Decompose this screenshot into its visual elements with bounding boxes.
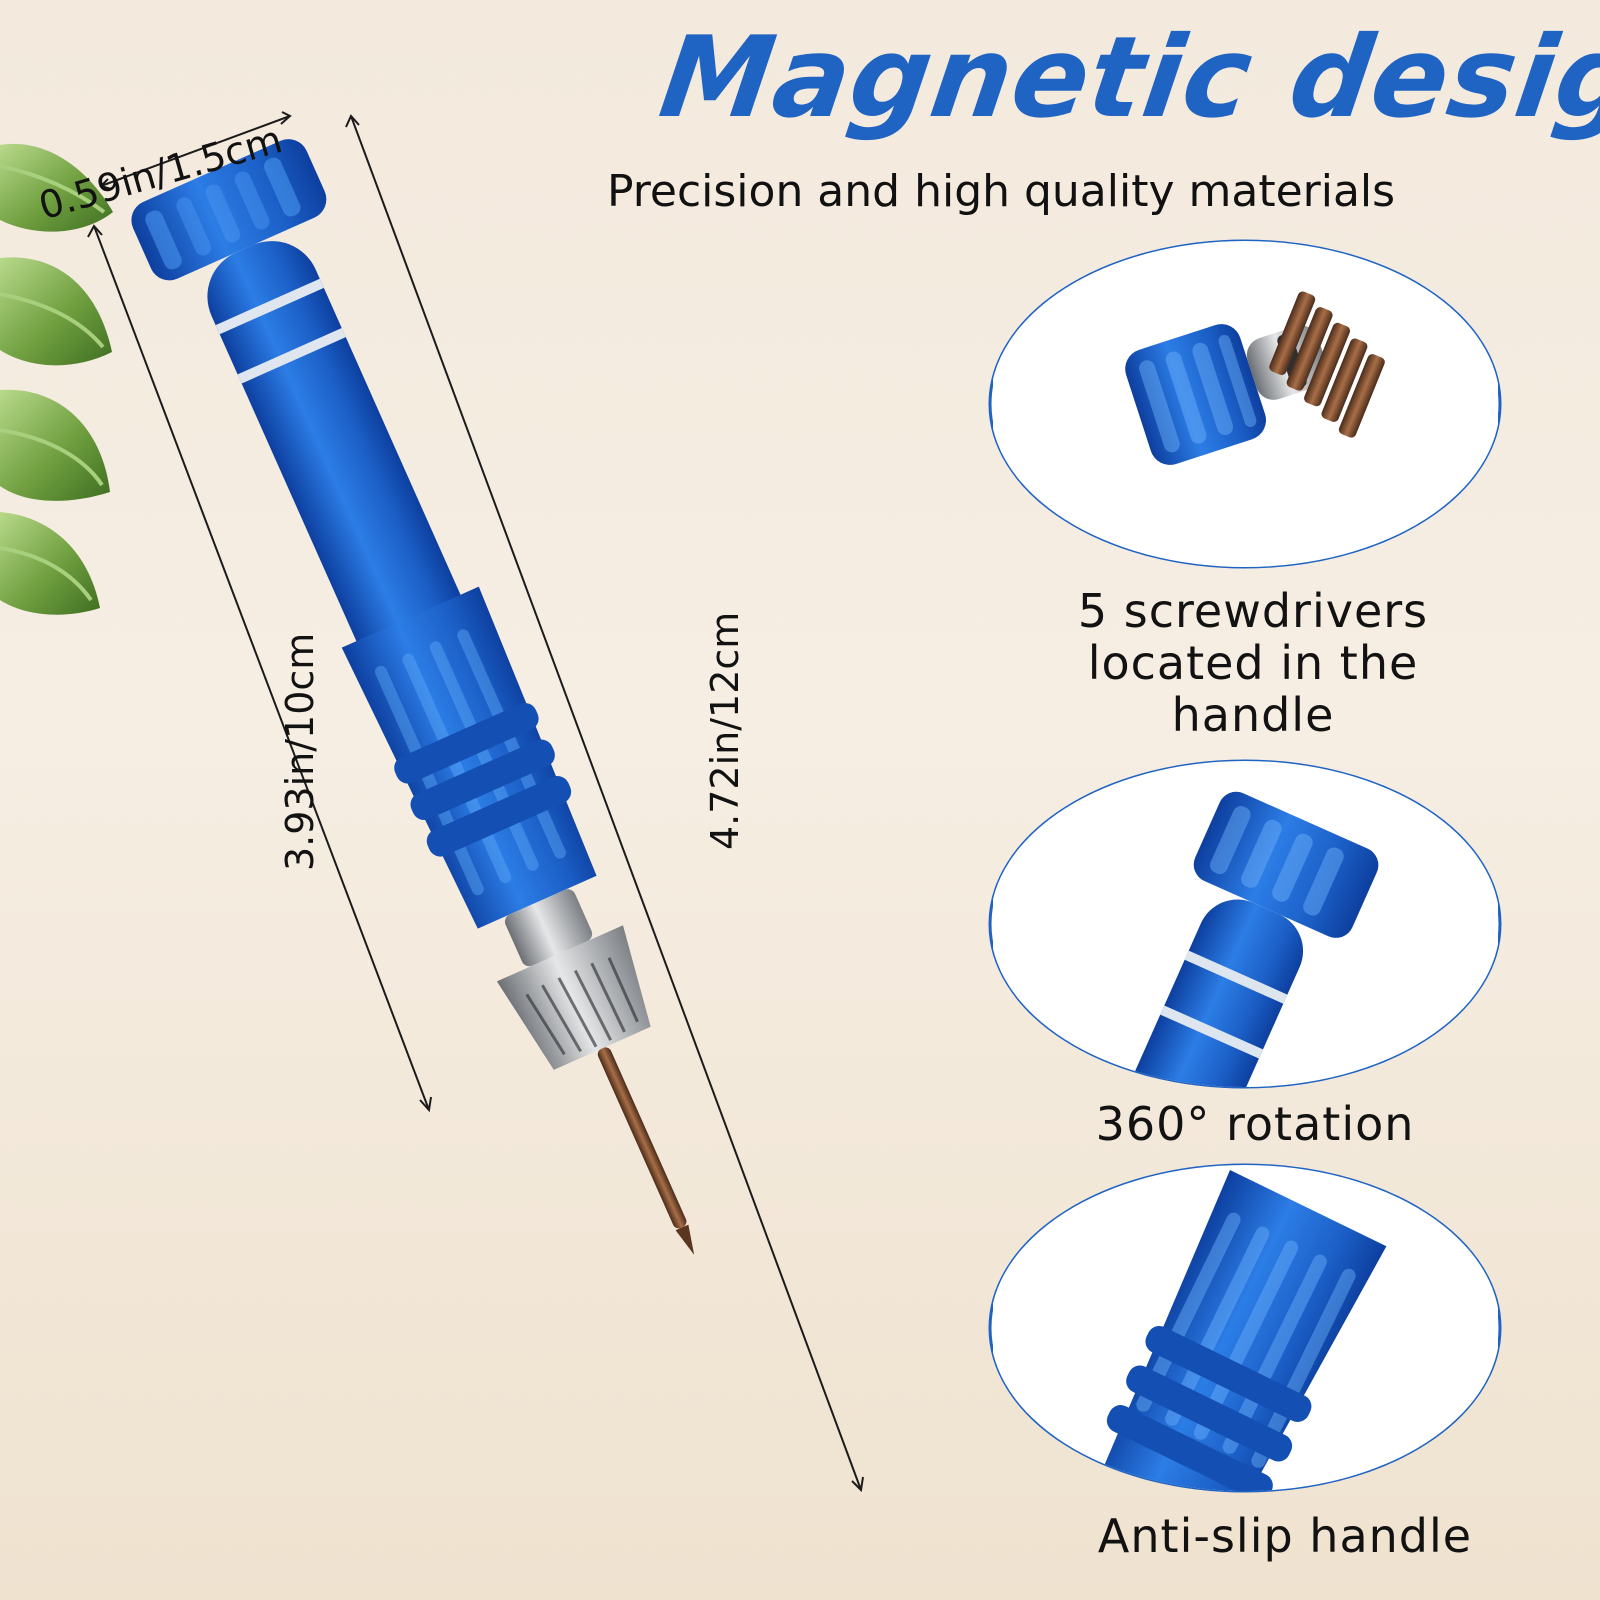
feature-label-storage-line-3: handle xyxy=(1171,688,1335,742)
total-length-label: 4.72in/12cm xyxy=(703,611,747,850)
page-title: Magnetic design xyxy=(652,13,1600,143)
feature-label-rotation: 360° rotation xyxy=(1095,1097,1415,1151)
screwdriver-main xyxy=(131,139,695,1255)
subtitle: Precision and high quality materials xyxy=(607,166,1396,217)
feature-image-anti-slip xyxy=(988,1163,1502,1493)
feature-label-storage-line-2: located in the xyxy=(1087,636,1419,690)
feature-image-magnetic-cap xyxy=(988,239,1502,569)
leaf-cluster xyxy=(0,143,113,615)
dimension-lines xyxy=(87,111,864,1493)
feature-label-anti-slip: Anti-slip handle xyxy=(1097,1509,1473,1563)
feature-image-rotation xyxy=(988,759,1502,1089)
handle-length-label: 3.93in/10cm xyxy=(278,632,322,871)
feature-label-storage-line-1: 5 screwdrivers xyxy=(1077,584,1429,638)
feature-label-storage: 5 screwdrivers located in the handle xyxy=(1058,585,1448,741)
